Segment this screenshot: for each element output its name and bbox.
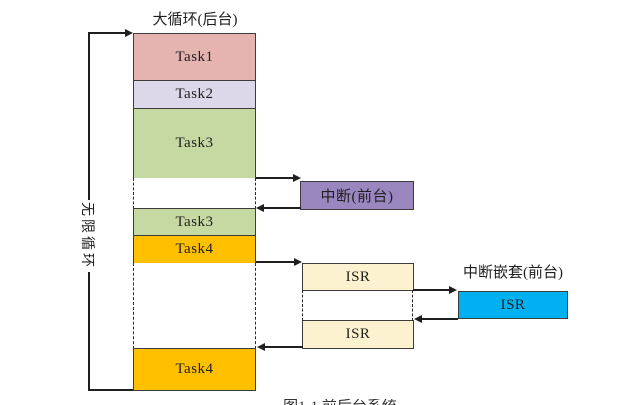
task3-box: Task3	[133, 108, 256, 179]
task3-resume-box: Task3	[133, 208, 256, 236]
task1-label: Task1	[175, 48, 214, 65]
task4-resume-label: Task4	[175, 361, 214, 377]
arrow-task3-to-interrupt-head-icon	[293, 174, 301, 182]
isr-first-box: ISR	[302, 263, 414, 291]
arrow-isr-return-to-task4-line	[263, 346, 303, 348]
task1-box: Task1	[133, 33, 256, 81]
isr-nested-box: ISR	[458, 291, 568, 319]
arrow-isr-to-nested-head-icon	[449, 286, 457, 294]
big-loop-title: 大循环(后台)	[152, 12, 238, 28]
arrow-interrupt-return-line	[262, 207, 301, 209]
isr-second-box: ISR	[302, 320, 414, 349]
task3-resume-label: Task3	[175, 213, 214, 230]
loop-top-line	[88, 32, 126, 34]
arrow-task4-to-isr-head-icon	[294, 258, 302, 266]
arrow-interrupt-return-head-icon	[256, 204, 264, 212]
task2-label: Task2	[175, 86, 214, 102]
isr-second-label: ISR	[345, 326, 371, 342]
isr-first-label: ISR	[345, 268, 371, 285]
isr-gap-dash-right	[412, 290, 413, 321]
isr-gap-dash-left	[302, 290, 303, 321]
loop-bottom-line	[88, 389, 134, 391]
task3-label: Task3	[175, 135, 214, 151]
interrupt-box: 中断(前台)	[300, 181, 414, 210]
figure-caption: 图1-1 前后台系统	[160, 399, 520, 405]
arrow-isr-return-to-task4-head-icon	[257, 343, 265, 351]
task4-label: Task4	[175, 241, 214, 257]
interrupted-gap-1	[133, 178, 256, 209]
task2-box: Task2	[133, 80, 256, 109]
arrow-nested-return-head-icon	[414, 315, 422, 323]
arrow-task3-to-interrupt-line	[256, 177, 295, 179]
nested-interrupt-title: 中断嵌套(前台)	[463, 265, 563, 281]
arrow-nested-return-line	[420, 318, 458, 320]
isr-nested-label: ISR	[500, 296, 526, 313]
task4-resume-box: Task4	[133, 348, 256, 391]
task4-box: Task4	[133, 235, 256, 264]
arrow-task4-to-isr-line	[256, 261, 296, 263]
loop-top-arrowhead-icon	[125, 29, 133, 37]
arrow-isr-to-nested-line	[413, 289, 451, 291]
infinite-loop-label: 无限循环	[78, 200, 98, 272]
interrupted-gap-2	[133, 263, 256, 349]
interrupt-label: 中断(前台)	[320, 189, 394, 205]
